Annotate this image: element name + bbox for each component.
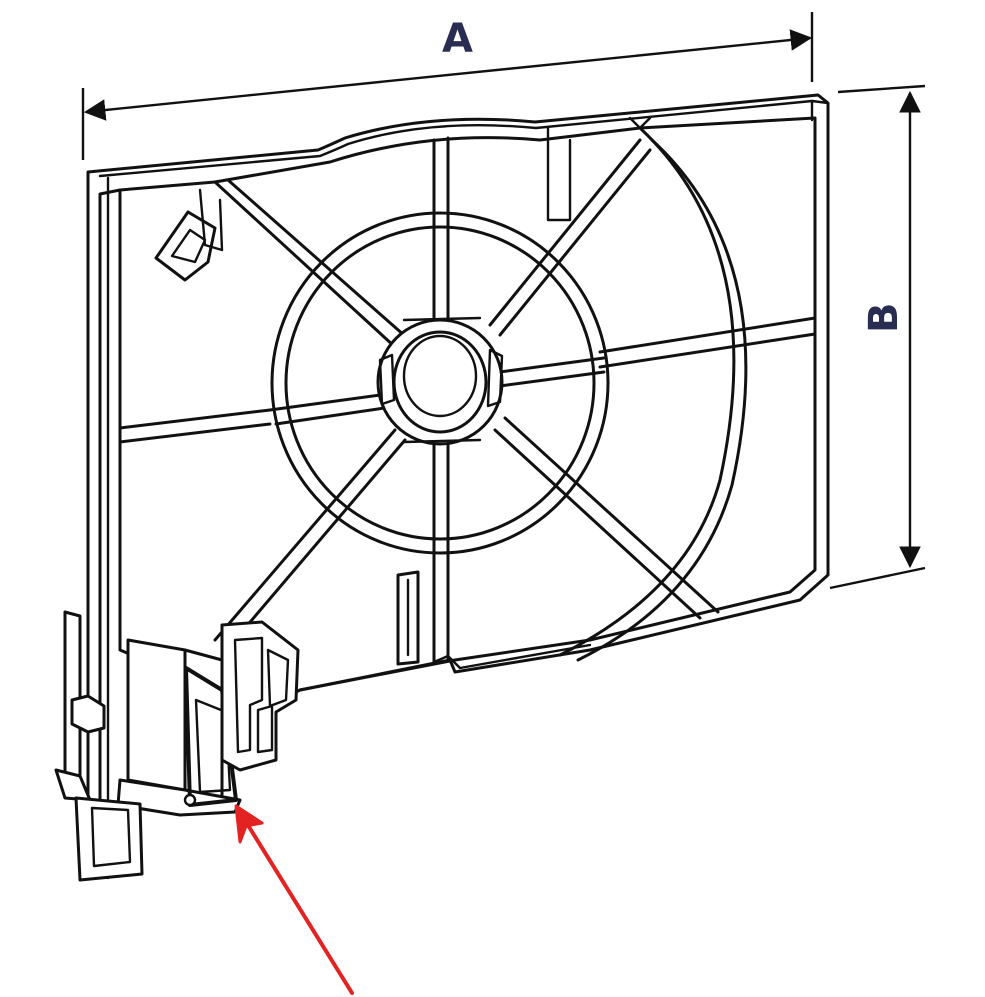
red-arrow-icon: [234, 804, 354, 995]
dimension-b: B: [829, 84, 926, 590]
dimension-a-label: A: [442, 16, 473, 62]
dimension-b-label: B: [861, 303, 907, 334]
dimension-a: A: [81, 12, 814, 160]
bottom-left-clip: [54, 610, 300, 882]
